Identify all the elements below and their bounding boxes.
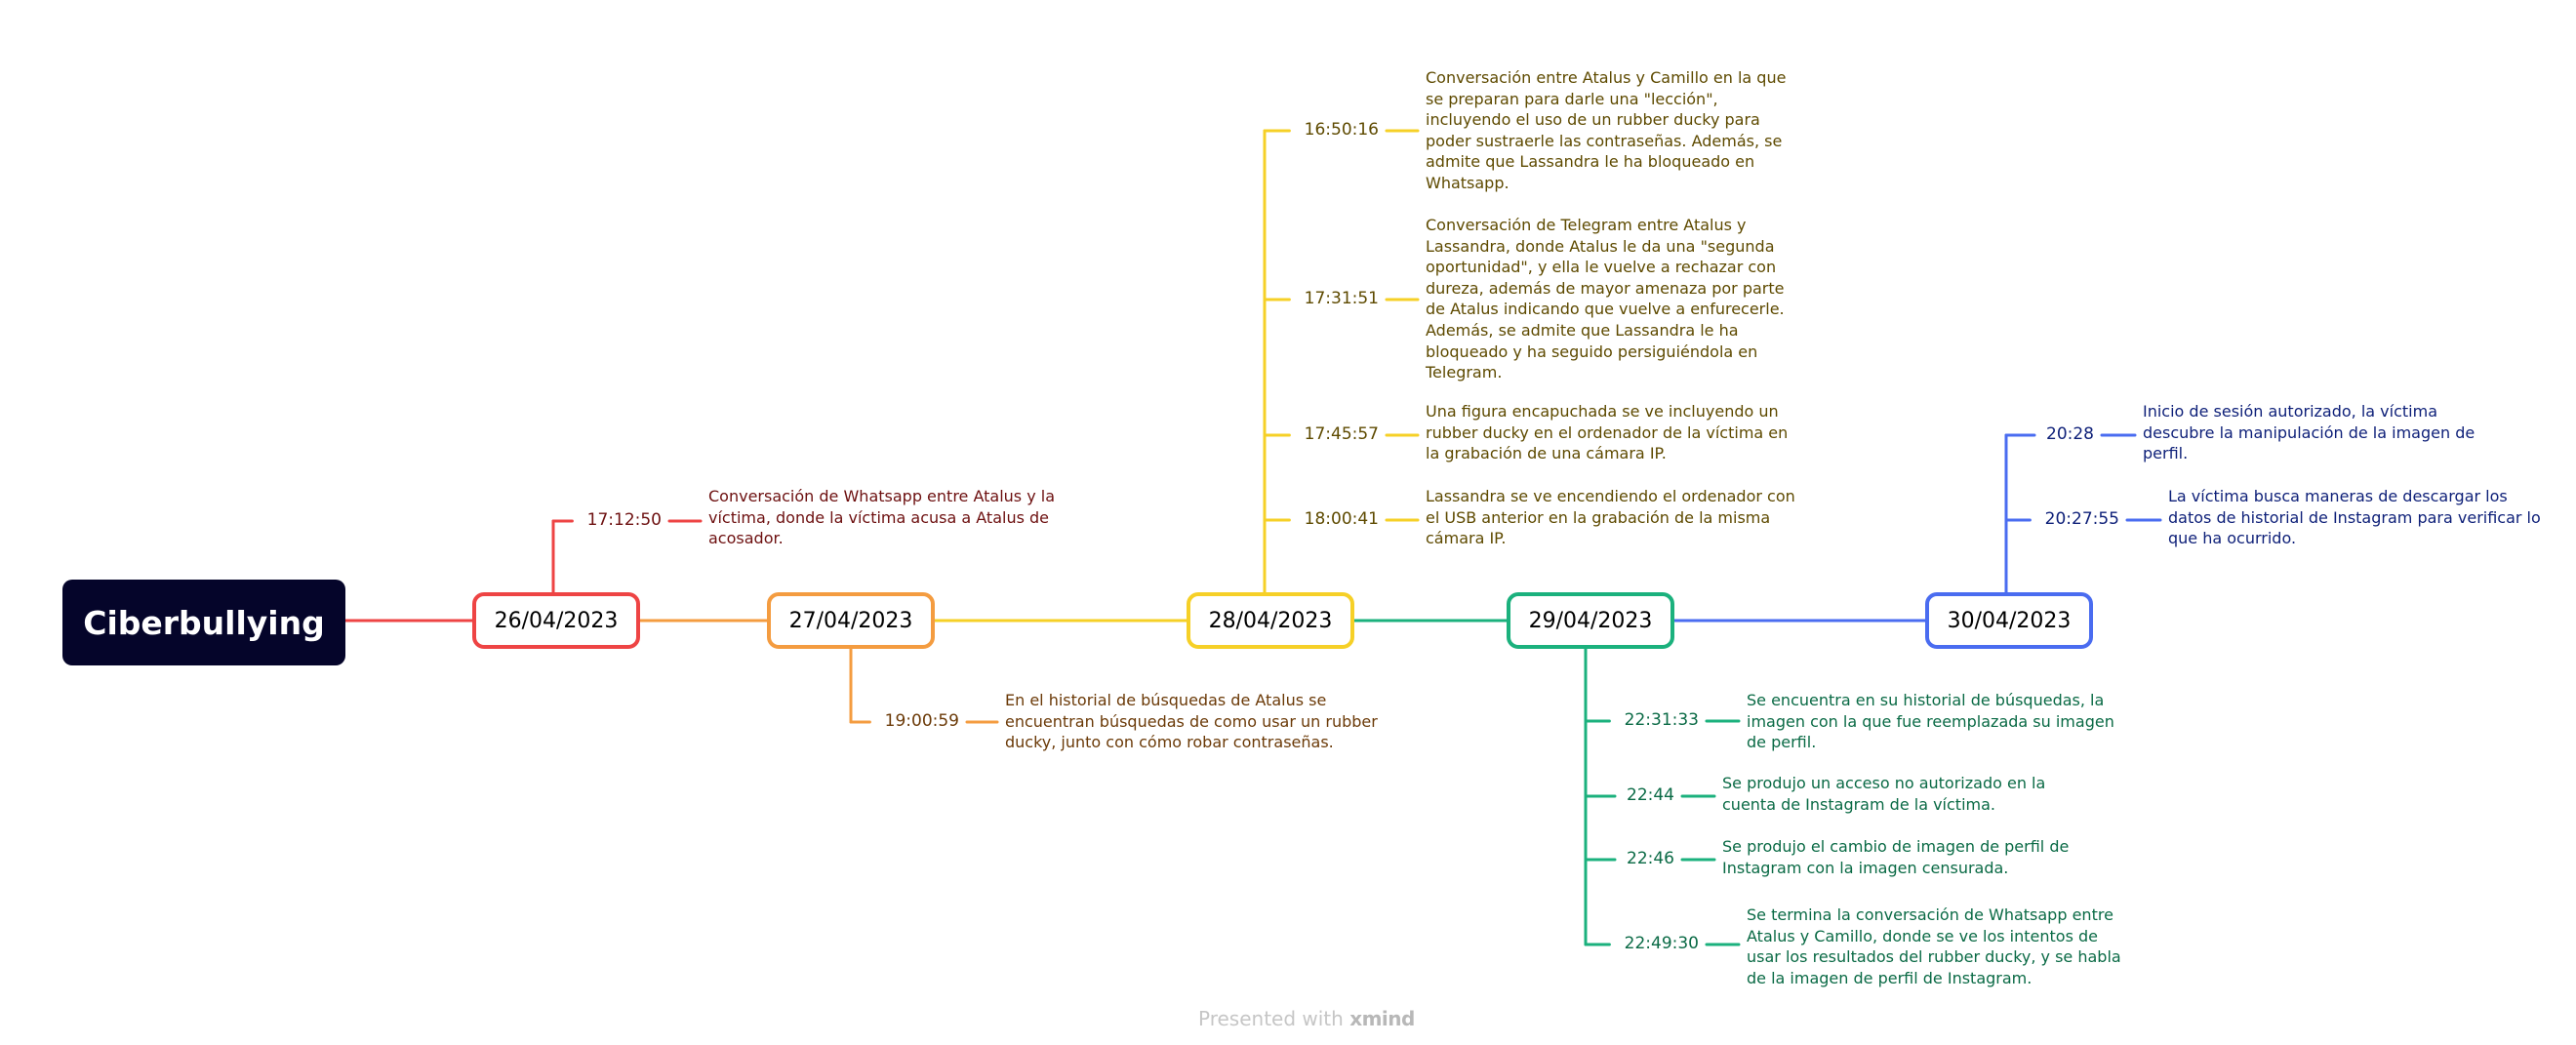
- event-time[interactable]: 20:27:55: [2044, 509, 2119, 529]
- date-node[interactable]: 30/04/2023: [1925, 592, 2093, 649]
- event-time[interactable]: 22:49:30: [1624, 934, 1699, 953]
- event-description[interactable]: Conversación entre Atalus y Camillo en l…: [1426, 68, 1787, 192]
- root-topic[interactable]: Ciberbullying: [62, 580, 345, 665]
- date-node[interactable]: 29/04/2023: [1507, 592, 1674, 649]
- event-description[interactable]: Se encuentra en su historial de búsqueda…: [1747, 691, 2114, 752]
- footer-credit: Presented with xmind: [1198, 1007, 1415, 1030]
- date-node[interactable]: 28/04/2023: [1187, 592, 1354, 649]
- event-time[interactable]: 17:31:51: [1304, 289, 1379, 308]
- date-node[interactable]: 27/04/2023: [767, 592, 935, 649]
- event-description[interactable]: Conversación de Whatsapp entre Atalus y …: [708, 487, 1056, 548]
- event-time[interactable]: 18:00:41: [1304, 509, 1379, 529]
- event-time[interactable]: 22:31:33: [1624, 710, 1699, 730]
- event-time[interactable]: 20:28: [2046, 424, 2094, 444]
- date-node[interactable]: 26/04/2023: [472, 592, 640, 649]
- event-time[interactable]: 17:12:50: [586, 510, 662, 530]
- event-time[interactable]: 22:44: [1627, 785, 1674, 805]
- event-time[interactable]: 22:46: [1627, 849, 1674, 868]
- event-description[interactable]: Conversación de Telegram entre Atalus y …: [1426, 216, 1785, 382]
- event-time[interactable]: 17:45:57: [1304, 424, 1379, 444]
- event-description[interactable]: Se produjo un acceso no autorizado en la…: [1722, 774, 2046, 814]
- footer-prefix: Presented with: [1198, 1007, 1344, 1030]
- event-description[interactable]: Inicio de sesión autorizado, la víctima …: [2143, 402, 2475, 463]
- event-time[interactable]: 16:50:16: [1304, 120, 1379, 140]
- event-description[interactable]: Se termina la conversación de Whatsapp e…: [1747, 905, 2121, 987]
- event-description[interactable]: Una figura encapuchada se ve incluyendo …: [1426, 402, 1789, 463]
- event-description[interactable]: Lassandra se ve encendiendo el ordenador…: [1426, 487, 1795, 548]
- event-description[interactable]: Se produjo el cambio de imagen de perfil…: [1722, 837, 2070, 877]
- xmind-logo: xmind: [1349, 1007, 1415, 1030]
- event-time[interactable]: 19:00:59: [884, 711, 959, 731]
- event-description[interactable]: En el historial de búsquedas de Atalus s…: [1005, 691, 1378, 752]
- event-description[interactable]: La víctima busca maneras de descargar lo…: [2168, 487, 2541, 548]
